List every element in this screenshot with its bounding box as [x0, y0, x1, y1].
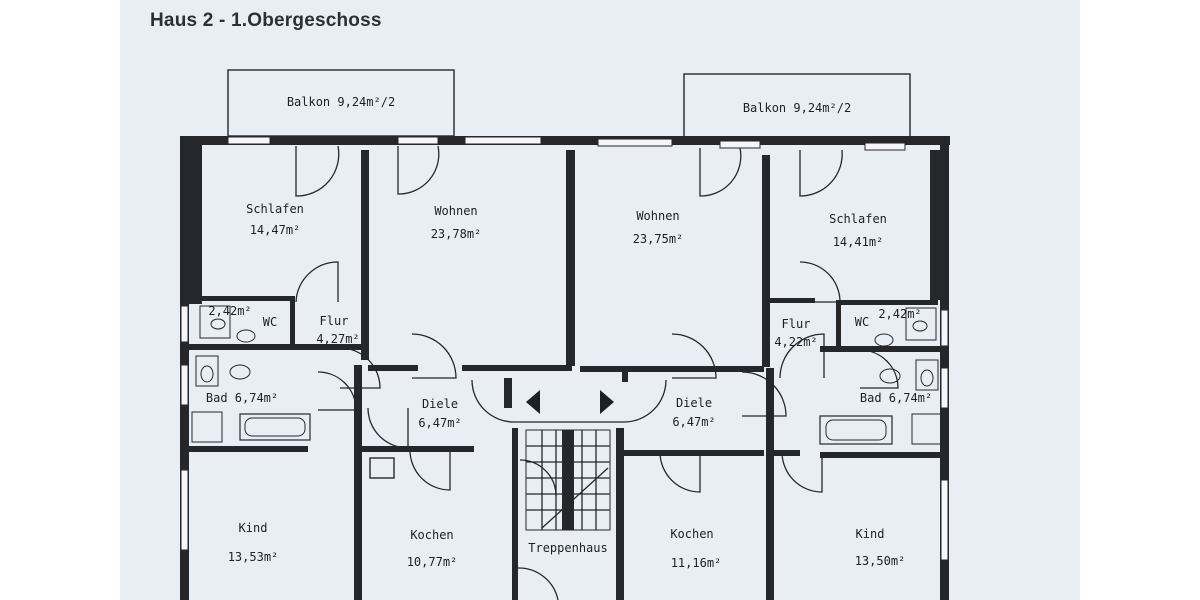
area-diele-left: 6,47m² [418, 416, 461, 430]
floor-plan: Balkon 9,24m²/2 Balkon 9,24m²/2 Schlafen… [180, 69, 950, 600]
label-balkon-left: Balkon 9,24m²/2 [287, 95, 395, 109]
area-kind-left: 13,53m² [228, 550, 279, 564]
arrow-left-icon [526, 390, 540, 414]
label-bad-right: Bad 6,74m² [860, 391, 932, 405]
label-flur-right: Flur [782, 317, 811, 331]
area-wc-left: 2,42m² [208, 304, 251, 318]
label-bad-left: Bad 6,74m² [206, 391, 278, 405]
label-treppenhaus: Treppenhaus [528, 541, 607, 555]
area-flur-right: 4,22m² [774, 335, 817, 349]
area-kind-right: 13,50m² [855, 554, 906, 568]
sanitary-right [819, 307, 943, 445]
area-schlafen-left: 14,47m² [250, 223, 301, 237]
label-kind-right: Kind [856, 527, 885, 541]
room-labels: Balkon 9,24m²/2 Balkon 9,24m²/2 Schlafen… [206, 95, 932, 570]
label-wc-left: WC [263, 315, 277, 329]
area-wc-right: 2,42m² [878, 307, 921, 321]
area-diele-right: 6,47m² [672, 415, 715, 429]
sanitary-left [191, 305, 395, 479]
label-wc-right: WC [855, 315, 869, 329]
area-flur-left: 4,27m² [316, 332, 359, 346]
area-kochen-left: 10,77m² [407, 555, 458, 569]
interior-walls-left [188, 150, 518, 600]
plan-sheet: Haus 2 - 1.Obergeschoss [120, 0, 1080, 600]
label-wohnen-left: Wohnen [434, 204, 477, 218]
area-schlafen-right: 14,41m² [833, 235, 884, 249]
label-schlafen-right: Schlafen [829, 212, 887, 226]
label-kind-left: Kind [239, 521, 268, 535]
label-kochen-left: Kochen [410, 528, 453, 542]
door-swings [295, 145, 899, 600]
label-wohnen-right: Wohnen [636, 209, 679, 223]
area-wohnen-left: 23,78m² [431, 227, 482, 241]
windows-side [180, 305, 949, 561]
label-flur-left: Flur [320, 314, 349, 328]
label-kochen-right: Kochen [670, 527, 713, 541]
interior-walls-center [462, 150, 764, 600]
label-balkon-right: Balkon 9,24m²/2 [743, 101, 851, 115]
area-kochen-right: 11,16m² [671, 556, 722, 570]
label-schlafen-left: Schlafen [246, 202, 304, 216]
staircase [471, 379, 667, 531]
arrow-right-icon [600, 390, 614, 414]
label-diele-left: Diele [422, 397, 458, 411]
page-title: Haus 2 - 1.Obergeschoss [150, 10, 382, 31]
windows-top [227, 136, 906, 151]
label-diele-right: Diele [676, 396, 712, 410]
interior-walls-right [624, 155, 940, 600]
area-wohnen-right: 23,75m² [633, 232, 684, 246]
